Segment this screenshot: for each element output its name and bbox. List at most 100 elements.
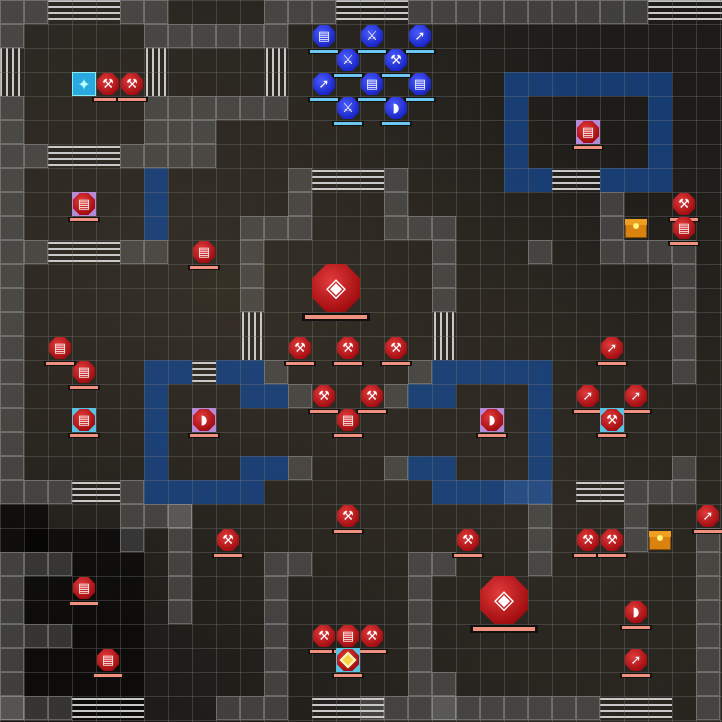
hp-bar: [404, 49, 436, 54]
danger-tile: [144, 456, 168, 480]
wall-tile: [696, 696, 720, 720]
wall-tile: [24, 480, 48, 504]
enemy-unit-tome[interactable]: ▤: [572, 120, 604, 150]
bow-icon: ◗: [481, 409, 503, 431]
hp-bar: [308, 49, 340, 54]
enemy-unit-axe[interactable]: ⚒: [596, 408, 628, 438]
treasure-chest[interactable]: [624, 216, 648, 240]
wall-tile: [312, 0, 336, 24]
hp-bar: [284, 361, 316, 366]
enemy-unit-lance[interactable]: ➚: [572, 384, 604, 414]
wall-tile: [600, 0, 624, 24]
stairs: [48, 242, 120, 264]
enemy-unit-axe[interactable]: ⚒: [380, 336, 412, 366]
wall-tile: [384, 192, 408, 216]
enemy-unit-axe[interactable]: ⚒: [308, 384, 340, 414]
ally-unit-axe[interactable]: ⚒: [380, 48, 412, 78]
ally-unit-lance[interactable]: ➚: [308, 72, 340, 102]
boss-unit-crystal[interactable]: ◈: [470, 576, 538, 633]
wall-tile: [0, 264, 24, 288]
void-tile: [24, 672, 48, 696]
wall-tile: [672, 312, 696, 336]
wall-tile: [24, 696, 48, 720]
enemy-unit-tome[interactable]: ▤: [44, 336, 76, 366]
enemy-unit-lance[interactable]: ➚: [620, 384, 652, 414]
enemy-unit-tome[interactable]: ▤: [68, 576, 100, 606]
ally-unit-sword[interactable]: ⚔: [332, 96, 364, 126]
enemy-unit-axe[interactable]: ⚒: [356, 624, 388, 654]
hp-bar: [212, 553, 244, 558]
wall-tile: [408, 672, 432, 696]
enemy-unit-bow[interactable]: ◗: [476, 408, 508, 438]
enemy-unit-axe[interactable]: ⚒: [596, 528, 628, 558]
lord-unit[interactable]: [332, 648, 364, 678]
danger-tile: [504, 360, 528, 384]
danger-tile: [240, 480, 264, 504]
enemy-unit-axe[interactable]: ⚒: [116, 72, 148, 102]
hp-bar: [44, 361, 76, 366]
stairs: [146, 48, 170, 96]
enemy-unit-axe[interactable]: ⚒: [356, 384, 388, 414]
wall-tile: [384, 216, 408, 240]
wall-tile: [696, 672, 720, 696]
ally-unit-tome[interactable]: ▤: [404, 72, 436, 102]
void-tile: [0, 528, 24, 552]
wall-tile: [0, 672, 24, 696]
ally-unit-sword[interactable]: ⚔: [332, 48, 364, 78]
boss-unit-crystal[interactable]: ◈: [302, 264, 370, 321]
wall-tile: [288, 0, 312, 24]
enemy-unit-axe[interactable]: ⚒: [284, 336, 316, 366]
treasure-chest[interactable]: [648, 528, 672, 552]
danger-tile: [432, 456, 456, 480]
tome-icon: ▤: [73, 193, 95, 215]
enemy-unit-axe[interactable]: ⚒: [452, 528, 484, 558]
void-tile: [96, 576, 120, 600]
wall-tile: [0, 336, 24, 360]
map-cursor[interactable]: ✦: [72, 72, 96, 96]
wall-tile: [408, 552, 432, 576]
wall-tile: [696, 552, 720, 576]
void-tile: [120, 528, 144, 552]
enemy-unit-lance[interactable]: ➚: [596, 336, 628, 366]
hp-bar: [92, 673, 124, 678]
wall-tile: [624, 528, 648, 552]
ally-unit-lance[interactable]: ➚: [404, 24, 436, 54]
sword-icon: ⚔: [337, 97, 359, 119]
enemy-unit-tome[interactable]: ▤: [332, 408, 364, 438]
enemy-unit-axe[interactable]: ⚒: [332, 336, 364, 366]
wall-tile: [408, 624, 432, 648]
wall-tile: [456, 0, 480, 24]
enemy-unit-axe[interactable]: ⚒: [332, 504, 364, 534]
ally-unit-tome[interactable]: ▤: [308, 24, 340, 54]
enemy-unit-axe[interactable]: ⚒: [92, 72, 124, 102]
wall-tile: [0, 360, 24, 384]
enemy-unit-axe[interactable]: ⚒: [212, 528, 244, 558]
enemy-unit-tome[interactable]: ▤: [68, 408, 100, 438]
wall-tile: [192, 120, 216, 144]
hp-bar: [308, 97, 340, 102]
enemy-unit-tome[interactable]: ▤: [68, 360, 100, 390]
enemy-unit-tome[interactable]: ▤: [188, 240, 220, 270]
hp-bar: [620, 673, 652, 678]
danger-tile: [528, 456, 552, 480]
danger-tile: [216, 360, 240, 384]
wall-tile: [192, 96, 216, 120]
danger-tile: [456, 360, 480, 384]
enemy-unit-bow[interactable]: ◗: [620, 600, 652, 630]
enemy-unit-axe[interactable]: ⚒: [572, 528, 604, 558]
enemy-unit-bow[interactable]: ◗: [188, 408, 220, 438]
wall-tile: [168, 552, 192, 576]
ally-unit-sword[interactable]: ⚔: [356, 24, 388, 54]
enemy-unit-tome[interactable]: ▤: [68, 192, 100, 222]
danger-tile: [648, 72, 672, 96]
wall-tile: [432, 696, 456, 720]
enemy-unit-tome[interactable]: ▤: [668, 216, 700, 246]
ally-unit-tome[interactable]: ▤: [356, 72, 388, 102]
enemy-unit-axe[interactable]: ⚒: [308, 624, 340, 654]
enemy-unit-lance[interactable]: ➚: [620, 648, 652, 678]
wall-tile: [264, 576, 288, 600]
ally-unit-bow[interactable]: ◗: [380, 96, 412, 126]
enemy-unit-tome[interactable]: ▤: [92, 648, 124, 678]
enemy-unit-lance[interactable]: ➚: [692, 504, 722, 534]
